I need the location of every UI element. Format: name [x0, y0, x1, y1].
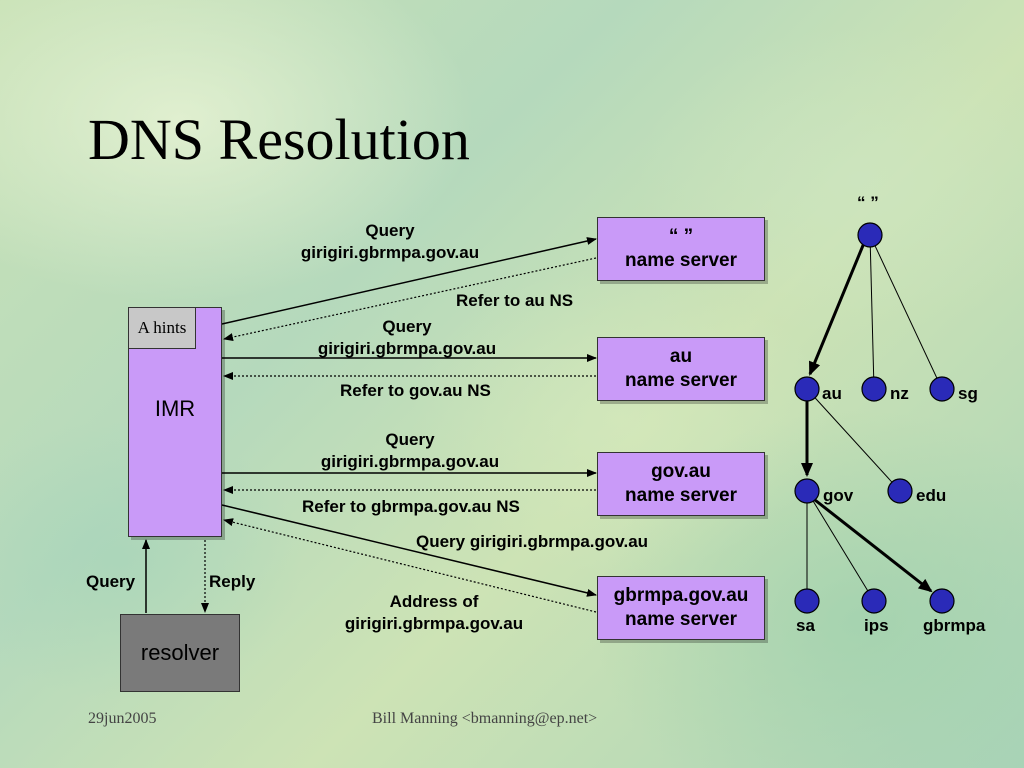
tree-node-gbrmpa: [929, 588, 955, 614]
root-name-server-box: “ ” name server: [597, 217, 765, 281]
path-edge-gov-gbrmpa: [814, 498, 933, 593]
tree-edge-root-sg: [869, 234, 943, 390]
server-line2: name server: [625, 485, 737, 506]
query-label-line1: Query: [385, 430, 435, 449]
server-line1: au: [669, 346, 693, 367]
a-hints-box: A hints: [128, 307, 196, 349]
tree-label-gbrmpa: gbrmpa: [923, 616, 986, 635]
server-line2: name server: [625, 250, 737, 271]
slide-title: DNS Resolution: [88, 107, 470, 172]
tree-node-root: [857, 222, 883, 248]
imr-label: IMR: [154, 396, 196, 421]
referral-label-au: Refer to au NS: [456, 291, 574, 310]
tree-node-sa: [794, 588, 820, 614]
tree-label-root: “ ”: [857, 193, 879, 212]
query-label-line2: girigiri.gbrmpa.gov.au: [320, 452, 500, 471]
tree-node-edu: [887, 478, 913, 504]
tree-edge-au-edu: [806, 388, 901, 492]
query-label-line2: girigiri.gbrmpa.gov.au: [300, 243, 480, 262]
tree-node-au: [794, 376, 820, 402]
server-line1: “ ”: [668, 226, 694, 247]
query-label-line1: Query: [365, 221, 415, 240]
query-arrow-gbrmpa: [221, 504, 597, 597]
tree-label-sa: sa: [796, 616, 815, 635]
query-label-gov-au: Query girigiri.gbrmpa.gov.au: [303, 429, 517, 473]
resolver-query-label: Query: [86, 572, 136, 591]
tree-node-ips: [861, 588, 887, 614]
address-label-line1: Address of: [389, 592, 479, 611]
server-line2: name server: [625, 370, 737, 391]
resolver-reply-label: Reply: [209, 572, 256, 591]
query-label-gbrmpa: Query girigiri.gbrmpa.gov.au: [416, 532, 649, 551]
footer-date: 29jun2005: [88, 710, 157, 727]
tree-label-edu: edu: [916, 486, 947, 505]
resolver-box: resolver: [120, 614, 240, 692]
address-label-line2: girigiri.gbrmpa.gov.au: [344, 614, 524, 633]
tree-label-nz: nz: [890, 384, 909, 403]
server-line2: name server: [625, 609, 737, 630]
server-line1: gov.au: [651, 461, 711, 482]
tree-edge-gov-ips: [806, 490, 875, 602]
tree-label-gov: gov: [823, 486, 854, 505]
path-edge-root-au: [808, 242, 866, 376]
tree-label-sg: sg: [958, 384, 978, 403]
query-label-line1: Query: [382, 317, 432, 336]
tree-label-ips: ips: [864, 616, 889, 635]
tree-edge-root-nz: [869, 234, 875, 390]
tree-node-nz: [861, 376, 887, 402]
gov-au-name-server-box: gov.au name server: [597, 452, 765, 516]
referral-label-gov-au: Refer to gov.au NS: [340, 381, 491, 400]
address-label: Address of girigiri.gbrmpa.gov.au: [327, 591, 541, 635]
footer-author: Bill Manning <bmanning@ep.net>: [372, 710, 598, 727]
tree-node-gov: [794, 478, 820, 504]
server-line1: gbrmpa.gov.au: [613, 585, 749, 606]
gbrmpa-name-server-box: gbrmpa.gov.au name server: [597, 576, 765, 640]
query-arrow-root: [221, 237, 597, 325]
tree-label-au: au: [822, 384, 842, 403]
referral-arrow-root: [223, 257, 597, 341]
query-label-root: Query girigiri.gbrmpa.gov.au: [283, 220, 497, 264]
tree-node-sg: [929, 376, 955, 402]
query-label-au: Query girigiri.gbrmpa.gov.au: [300, 316, 514, 360]
au-name-server-box: au name server: [597, 337, 765, 401]
query-label-line2: girigiri.gbrmpa.gov.au: [317, 339, 497, 358]
referral-label-gbrmpa: Refer to gbrmpa.gov.au NS: [302, 497, 520, 516]
